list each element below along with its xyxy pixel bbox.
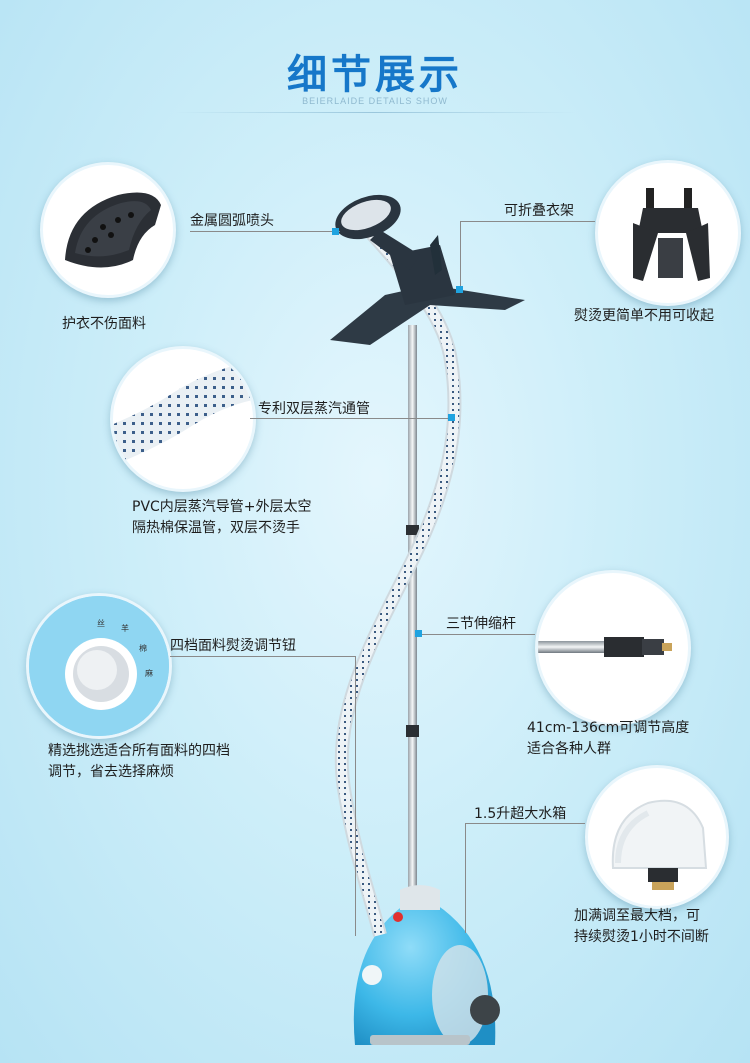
subtitle-divider xyxy=(175,112,575,113)
nozzle-label: 金属圆弧喷头 xyxy=(190,213,274,229)
knob-desc-line2: 调节，省去选择麻烦 xyxy=(48,764,174,780)
pole xyxy=(408,325,417,905)
svg-text:羊: 羊 xyxy=(121,623,129,633)
nozzle-icon xyxy=(65,192,161,268)
knob-detail-circle: 丝 羊 棉 麻 xyxy=(26,593,172,739)
hose-label: 专利双层蒸汽通管 xyxy=(258,401,370,417)
hanger xyxy=(330,285,525,345)
pole-icon xyxy=(538,637,672,657)
nozzle-marker xyxy=(332,228,339,235)
tank-label: 1.5升超大水箱 xyxy=(474,806,567,822)
tank-desc-line1: 加满调至最大档，可 xyxy=(574,908,700,924)
nozzle-detail-circle xyxy=(40,162,176,298)
hanger-desc: 熨烫更简单不用可收起 xyxy=(574,308,714,324)
tank-desc-line2: 持续熨烫1小时不间断 xyxy=(574,929,709,945)
hanger-label: 可折叠衣架 xyxy=(504,203,574,219)
pole-detail-circle xyxy=(535,570,691,726)
water-tank-icon xyxy=(611,799,708,890)
svg-text:棉: 棉 xyxy=(139,643,147,653)
garment-steamer-illustration xyxy=(330,194,525,1045)
pole-desc-line2: 适合各种人群 xyxy=(527,741,611,757)
hose-desc-line1: PVC内层蒸汽导管+外层太空 xyxy=(132,499,312,515)
hanger-icon xyxy=(633,188,710,281)
hose-desc-line2: 隔热棉保温管，双层不烫手 xyxy=(132,520,300,536)
knob-label: 四档面料熨烫调节钮 xyxy=(170,638,296,654)
page-subtitle: BEIERLAIDE DETAILS SHOW xyxy=(302,96,448,106)
pole-marker xyxy=(415,630,422,637)
pole-desc-line1: 41cm-136cm可调节高度 xyxy=(527,720,690,736)
hose-detail-circle xyxy=(110,346,256,492)
pole-label: 三节伸缩杆 xyxy=(446,616,516,632)
hose-marker xyxy=(448,414,455,421)
svg-text:丝: 丝 xyxy=(97,618,105,628)
hose-icon xyxy=(113,361,253,466)
hanger-marker xyxy=(456,286,463,293)
tank-detail-circle xyxy=(585,765,729,909)
nozzle-desc: 护衣不伤面料 xyxy=(62,316,146,332)
knob-desc-line1: 精选挑选适合所有面料的四档 xyxy=(48,743,230,759)
page-title: 细节展示 xyxy=(287,52,463,98)
hanger-detail-circle xyxy=(595,160,741,306)
svg-text:麻: 麻 xyxy=(145,668,153,678)
knob-icon: 丝 羊 棉 麻 xyxy=(29,596,169,736)
